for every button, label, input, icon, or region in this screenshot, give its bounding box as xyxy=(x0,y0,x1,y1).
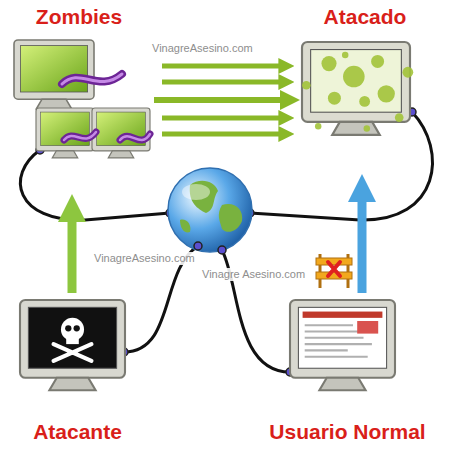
watermark: Vinagre Asesino.com xyxy=(200,268,307,281)
attacked-computer-part-part xyxy=(395,113,404,122)
attacked-computer-part-part xyxy=(371,55,384,68)
watermark: VinagreAsesino.com xyxy=(92,252,197,265)
zombie-computers-part xyxy=(36,108,94,158)
zombie-arms xyxy=(62,74,150,140)
computer-node: Zombies xyxy=(4,4,154,194)
zombie-computers-part-part xyxy=(52,151,78,158)
user-computer-part xyxy=(298,307,386,368)
zombie-computers-part-part xyxy=(36,108,94,151)
computer-node: Atacado xyxy=(300,4,430,174)
blocked-barrier-part xyxy=(316,258,352,265)
globe-part xyxy=(168,168,252,252)
computer-node: Usuario Normal xyxy=(250,293,445,445)
zombie-arms-part xyxy=(64,132,96,140)
attacked-computer-part-part xyxy=(302,81,311,90)
zombie-computers-part-part xyxy=(20,46,87,92)
attacked-computer-part-part xyxy=(359,96,370,107)
attacked-computer-part-part xyxy=(328,92,341,105)
zombie-computers-part-part xyxy=(108,151,134,158)
attacked-computer-part-part xyxy=(378,85,395,102)
user-computer-part xyxy=(290,300,395,378)
attacked-computer-part xyxy=(311,50,402,113)
attacker-computer-part xyxy=(65,325,71,331)
attacker-computer xyxy=(20,300,125,390)
attacked-computer-part xyxy=(332,122,380,135)
attack-arrows-part xyxy=(162,132,288,137)
network-cables-part xyxy=(250,112,432,220)
zombie-arms-part xyxy=(64,132,96,140)
attacker-computer-part xyxy=(74,325,80,331)
node-title: Atacante xyxy=(30,419,125,445)
attacked-computer-part-part xyxy=(342,52,348,58)
computer-node: Atacante xyxy=(15,293,140,445)
zombie-arms-part xyxy=(120,134,150,140)
zombie-computers-part xyxy=(92,108,150,158)
attacker-computer-part xyxy=(49,378,95,391)
attacked-computer-part-part xyxy=(315,123,321,129)
globe-part xyxy=(182,184,210,200)
zombie-arms-part xyxy=(120,134,150,140)
attacked-computer-part-part xyxy=(321,56,336,71)
node-title: Zombies xyxy=(33,4,125,30)
attacked-computer-part-part xyxy=(343,66,365,88)
user-computer-part xyxy=(319,378,365,391)
attack-arrow xyxy=(358,190,367,293)
zombie-computers-part-part xyxy=(14,40,94,99)
globe-part xyxy=(180,220,190,233)
attacker-computer-part xyxy=(54,344,92,361)
attack-arrows-part xyxy=(162,80,288,85)
watermark: VinagreAsesino.com xyxy=(150,42,255,55)
blocked-barrier-part xyxy=(328,262,340,276)
globe-part xyxy=(218,246,226,254)
zombie-arms-part xyxy=(62,74,122,84)
attacked-computer-part-part xyxy=(364,125,370,131)
attacked-computer-part xyxy=(302,52,413,132)
user-computer xyxy=(290,300,395,390)
zombie-computers xyxy=(14,40,150,158)
node-title: Atacado xyxy=(321,4,410,30)
attack-arrow xyxy=(154,97,288,103)
node-title: Usuario Normal xyxy=(266,419,428,445)
globe xyxy=(168,168,252,254)
attack-arrows-part xyxy=(162,64,288,69)
attack-arrow xyxy=(68,210,77,293)
zombie-computers-part-part xyxy=(92,108,150,151)
globe-part xyxy=(219,204,242,232)
attacker-computer-part xyxy=(28,307,116,368)
attacked-computer-part-part xyxy=(402,67,413,78)
attacked-computer-part xyxy=(302,42,410,122)
zombie-computers-part-part xyxy=(36,99,71,109)
network-cables-part xyxy=(20,150,170,220)
user-computer-part xyxy=(357,321,378,334)
globe-part xyxy=(194,242,202,250)
blocked-barrier xyxy=(316,254,352,288)
attacker-computer-part xyxy=(20,300,125,378)
attacked-computer xyxy=(302,42,413,135)
blocked-barrier-part xyxy=(316,272,352,279)
zombie-arms-part xyxy=(62,74,122,84)
user-computer-part xyxy=(303,312,383,318)
attacker-computer-part xyxy=(66,336,79,344)
attack-arrows-part xyxy=(162,116,288,121)
